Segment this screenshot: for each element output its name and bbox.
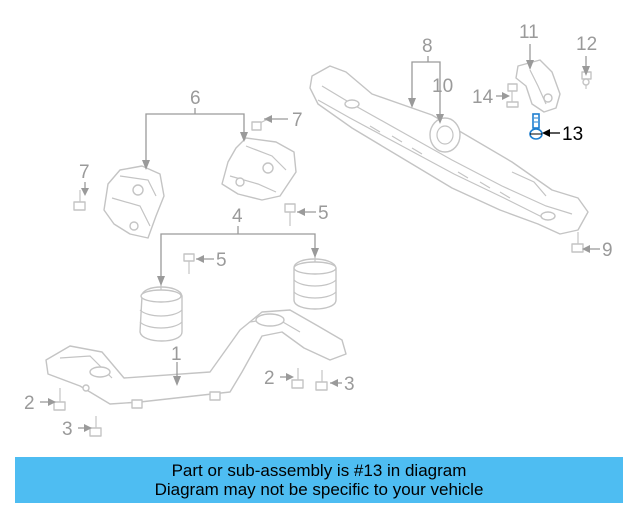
label-6: 6 [190,88,201,109]
bolt-part-3-left [89,416,102,437]
info-banner: Part or sub-assembly is #13 in diagram D… [15,457,623,503]
label-2-left: 2 [24,393,35,414]
engine-mount-right [293,254,337,310]
bolt-part-9 [571,232,584,253]
label-7-left: 7 [79,162,90,183]
label-3-left: 3 [62,419,73,440]
banner-line-disclaimer: Diagram may not be specific to your vehi… [154,480,484,499]
mount-bracket-part-11 [515,59,561,113]
label-14: 14 [472,87,494,108]
bolt-part-5-upper [284,203,296,226]
callout-numbers: 1 2 2 3 3 4 5 5 6 7 7 8 9 10 11 12 13 14 [24,22,613,440]
bolt-part-2-left [53,388,66,411]
label-3-right: 3 [344,374,355,395]
banner-line-part: Part or sub-assembly is #13 in diagram [171,461,467,480]
label-8: 8 [422,36,433,57]
label-12: 12 [576,34,597,55]
bolt-part-2-right [291,368,304,389]
label-11: 11 [519,22,539,43]
label-9: 9 [602,240,613,261]
engine-mount-left [139,282,183,342]
label-2-right: 2 [264,368,275,389]
front-crossmember [45,309,347,409]
label-13: 13 [562,124,583,145]
bolt-part-7-left [73,190,86,211]
label-10: 10 [432,76,453,97]
bolt-part-3-right [315,370,328,391]
bolt-part-13 [529,113,543,140]
engine-mount-bracket-left [103,165,165,239]
transmission-crossmember [309,65,589,235]
label-4: 4 [232,206,243,227]
engine-mount-bracket-right [221,137,297,201]
label-5-upper: 5 [318,203,329,224]
label-5-lower: 5 [216,250,227,271]
parts-diagram: 1 2 2 3 3 4 5 5 6 7 7 8 9 10 11 12 13 14 [24,22,613,440]
label-7-right: 7 [292,110,303,131]
bolt-part-12 [581,71,592,89]
callout-lines [40,44,600,432]
bolt-part-14 [506,83,519,108]
bolt-part-5-lower [183,253,195,274]
label-1: 1 [171,344,182,365]
